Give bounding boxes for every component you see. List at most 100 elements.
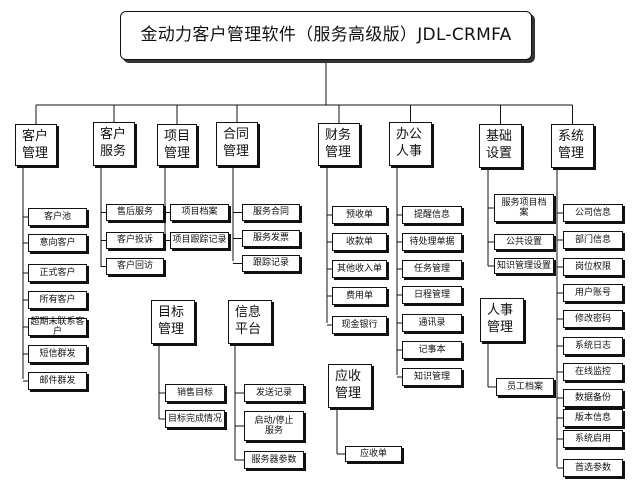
item-system-6: 在线监控: [563, 363, 623, 381]
category-project-label: 项目 管理: [164, 129, 191, 161]
item-project-0: 项目档案: [170, 204, 229, 221]
category-service: 客户 服务: [93, 122, 135, 166]
item-service-0-label: 售后服务: [116, 207, 153, 218]
item-customer-2-label: 正式客户: [39, 267, 76, 278]
item-service-1-label: 客户投诉: [116, 235, 153, 246]
item-office-3-label: 日程管理: [413, 289, 450, 300]
category-system: 系统 管理: [551, 124, 594, 168]
category-basic-label: 基础 设置: [486, 129, 513, 161]
item-target-1-label: 目标完成情况: [167, 413, 222, 424]
item-basic-2-label: 知识管理设置: [496, 260, 551, 271]
root-title-box: 金动力客户管理软件（服务高级版）JDL-CRMFA: [120, 11, 532, 60]
item-system-10-label: 首选参数: [574, 462, 611, 473]
item-customer-6: 邮件群发: [28, 372, 87, 390]
item-basic-1-label: 公共设置: [505, 236, 542, 247]
item-system-3-label: 用户账号: [574, 287, 611, 298]
item-service-1: 客户投诉: [106, 232, 164, 249]
item-office-0: 提醒信息: [402, 206, 462, 224]
category-service-label: 客户 服务: [100, 127, 127, 159]
category-hr-label: 人事 管理: [487, 303, 514, 335]
item-system-2: 岗位权限: [563, 258, 623, 276]
item-finance-0: 预收单: [332, 206, 387, 224]
item-customer-6-label: 邮件群发: [39, 375, 76, 386]
item-info-1: 启动/停止 服务: [244, 411, 304, 441]
item-office-6: 知识管理: [402, 368, 462, 386]
item-info-1-label: 启动/停止 服务: [254, 415, 294, 436]
item-office-1-label: 待处理单据: [409, 236, 455, 247]
category-receivable-label: 应收 管理: [335, 369, 362, 401]
item-finance-1-label: 收款单: [345, 236, 373, 247]
item-finance-2: 其他收入单: [332, 260, 387, 278]
item-contract-0-label: 服务合同: [252, 207, 289, 218]
item-system-0: 公司信息: [563, 204, 623, 222]
item-system-3: 用户账号: [563, 284, 623, 302]
category-finance-label: 财务 管理: [325, 128, 352, 160]
item-customer-5-label: 短信群发: [39, 348, 76, 359]
item-customer-3-label: 所有客户: [39, 294, 76, 305]
item-customer-4: 超期未联系客户: [28, 316, 87, 337]
item-target-0: 销售目标: [165, 384, 225, 402]
item-system-5: 系统日志: [563, 337, 623, 355]
item-system-6-label: 在线监控: [574, 366, 611, 377]
category-target-label: 目标 管理: [158, 305, 185, 337]
item-system-0-label: 公司信息: [574, 207, 611, 218]
item-office-2: 任务管理: [402, 260, 462, 278]
item-service-2: 客户回访: [106, 258, 164, 275]
root-title: 金动力客户管理软件（服务高级版）JDL-CRMFA: [140, 24, 512, 45]
item-target-0-label: 销售目标: [176, 387, 213, 398]
item-office-5-label: 记事本: [418, 344, 446, 355]
item-office-2-label: 任务管理: [413, 263, 450, 274]
item-basic-0-label: 服务项目档 案: [501, 197, 547, 218]
item-system-1: 部门信息: [563, 231, 623, 249]
category-office: 办公 人事: [389, 122, 432, 166]
item-office-4: 通讯录: [402, 314, 462, 332]
item-finance-3-label: 费用单: [345, 290, 373, 301]
category-contract: 合同 管理: [216, 122, 258, 166]
item-service-0: 售后服务: [106, 204, 164, 221]
item-customer-3: 所有客户: [28, 291, 87, 309]
category-project: 项目 管理: [157, 124, 197, 166]
item-system-1-label: 部门信息: [574, 234, 611, 245]
item-project-1: 项目跟踪记录: [170, 232, 229, 249]
category-office-label: 办公 人事: [396, 127, 423, 159]
item-target-1: 目标完成情况: [165, 410, 225, 428]
item-system-2-label: 岗位权限: [574, 261, 611, 272]
category-receivable: 应收 管理: [328, 364, 372, 408]
category-info: 信息 平台: [228, 300, 272, 344]
item-contract-2-label: 跟踪记录: [252, 258, 289, 269]
category-info-label: 信息 平台: [235, 305, 262, 337]
item-office-0-label: 提醒信息: [413, 209, 450, 220]
item-customer-1: 意向客户: [28, 234, 87, 252]
item-customer-4-label: 超期未联系客户: [30, 316, 85, 337]
item-finance-4: 现金银行: [332, 316, 387, 334]
item-office-5: 记事本: [402, 341, 462, 359]
item-customer-0: 客户池: [28, 208, 87, 226]
item-system-7-label: 数据备份: [574, 392, 611, 403]
item-office-3: 日程管理: [402, 286, 462, 304]
item-system-5-label: 系统日志: [574, 340, 611, 351]
item-system-4-label: 修改密码: [574, 313, 611, 324]
item-receivable-0: 应收单: [345, 446, 402, 462]
item-basic-0: 服务项目档 案: [494, 194, 554, 222]
item-customer-0-label: 客户池: [43, 211, 71, 222]
category-hr: 人事 管理: [480, 298, 524, 342]
category-contract-label: 合同 管理: [223, 127, 250, 159]
category-customer-label: 客户 管理: [22, 129, 49, 161]
item-contract-0: 服务合同: [242, 204, 300, 221]
item-customer-2: 正式客户: [28, 264, 87, 282]
item-info-0: 发送记录: [244, 384, 304, 402]
category-customer: 客户 管理: [15, 124, 57, 166]
item-office-6-label: 知识管理: [413, 371, 450, 382]
item-finance-1: 收款单: [332, 233, 387, 251]
item-customer-5: 短信群发: [28, 345, 87, 363]
item-system-4: 修改密码: [563, 310, 623, 328]
item-finance-3: 费用单: [332, 287, 387, 305]
item-finance-4-label: 现金银行: [341, 319, 378, 330]
category-target: 目标 管理: [151, 300, 195, 344]
item-system-8: 版本信息: [563, 409, 623, 427]
item-hr-0-label: 员工档案: [506, 381, 543, 392]
item-basic-2: 知识管理设置: [494, 258, 554, 274]
item-info-0-label: 发送记录: [255, 387, 292, 398]
